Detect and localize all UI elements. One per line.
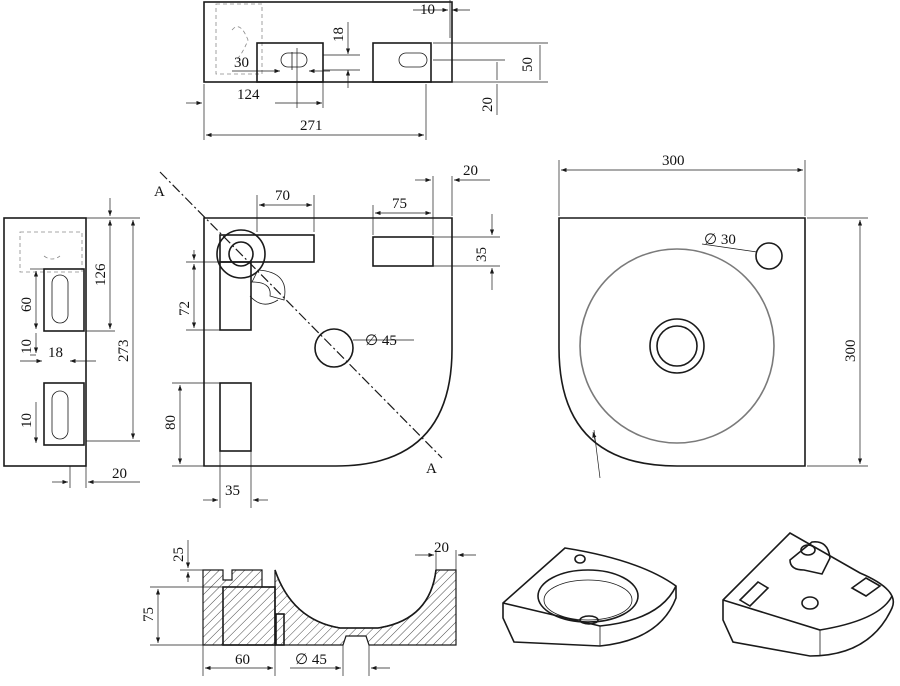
plan-dim-20: 20 — [463, 163, 478, 179]
side-dim-60: 60 — [19, 297, 35, 312]
side-dim-126: 126 — [93, 263, 109, 286]
plan-dim-72: 72 — [177, 301, 193, 316]
side-dim-18: 18 — [48, 345, 63, 361]
plan-slot-top-left — [219, 234, 315, 263]
section-view: 25 75 20 60 ∅ 45 — [141, 540, 476, 676]
plan-slot-left-bottom — [219, 382, 252, 452]
isometric-view-front — [502, 547, 677, 647]
section-dim-45: ∅ 45 — [295, 652, 327, 668]
section-dim-75: 75 — [141, 607, 157, 622]
basin-bowl — [579, 248, 775, 444]
iso-back-slot-right — [850, 577, 882, 597]
plan-dim-70: 70 — [275, 188, 290, 204]
plan-dim-80: 80 — [163, 415, 179, 430]
top-dim-18: 18 — [331, 27, 347, 42]
section-line-a-a — [159, 171, 443, 459]
side-dim-20: 20 — [112, 466, 127, 482]
basin-drain-outer — [649, 318, 705, 374]
top-dim-271: 271 — [300, 118, 323, 134]
side-view: 126 273 60 10 18 10 20 — [3, 198, 140, 488]
top-dim-10: 10 — [420, 2, 435, 18]
plan-dim-75: 75 — [392, 196, 407, 212]
basin-view: 300 ∅ 30 300 — [558, 153, 868, 479]
section-hatch-left — [202, 569, 276, 646]
section-dim-20: 20 — [434, 540, 449, 556]
basin-dim-300-width: 300 — [662, 153, 685, 169]
plan-dim-35-bottom: 35 — [225, 483, 240, 499]
plan-tap-hole-inner — [228, 241, 254, 267]
section-mark-a-top: A — [154, 184, 165, 200]
top-dim-124: 124 — [237, 87, 260, 103]
top-view-outline — [203, 1, 453, 83]
top-view: 10 18 30 50 20 124 271 — [186, 0, 548, 140]
section-hatch-body — [274, 569, 457, 646]
isometric-view-back — [722, 532, 895, 657]
basin-view-outline — [558, 217, 806, 467]
plan-view: A A 70 75 20 35 72 ∅ 45 80 — [154, 163, 500, 508]
basin-dim-30: ∅ 30 — [704, 232, 736, 248]
side-view-outline — [3, 217, 87, 467]
section-dim-60: 60 — [235, 652, 250, 668]
top-dim-30: 30 — [234, 55, 249, 71]
plan-dim-35: 35 — [474, 247, 490, 262]
top-dim-20: 20 — [480, 97, 496, 112]
plan-slot-left — [219, 261, 252, 331]
basin-tap-hole — [755, 242, 783, 270]
plan-view-outline — [203, 217, 453, 467]
side-view-slot-top — [43, 268, 85, 332]
basin-drain-inner — [656, 325, 698, 367]
top-view-slot-right — [372, 42, 432, 83]
iso-front-tap-hole — [574, 554, 586, 564]
iso-back-slot-left — [738, 580, 770, 608]
top-dim-50: 50 — [520, 57, 536, 72]
section-dim-25: 25 — [171, 547, 187, 562]
side-dim-273: 273 — [116, 340, 132, 363]
section-bowl-curve — [274, 569, 437, 629]
section-cavity — [222, 586, 276, 646]
iso-back-outline — [722, 532, 895, 657]
plan-drain-hole — [314, 328, 354, 368]
section-mark-a-bottom: A — [426, 461, 437, 477]
iso-front-outline — [502, 547, 677, 647]
plan-tap-hole-outer — [216, 229, 266, 279]
iso-front-drain — [579, 615, 599, 625]
side-dim-10-bottom: 10 — [19, 413, 35, 428]
iso-front-bowl — [537, 569, 639, 623]
top-view-slot-left — [256, 42, 324, 83]
iso-back-tap-block — [789, 541, 831, 575]
side-view-slot-bottom — [43, 382, 85, 446]
side-dim-10-top: 10 — [19, 339, 35, 354]
plan-dim-45: ∅ 45 — [365, 333, 397, 349]
plan-slot-top-right — [372, 236, 434, 267]
iso-back-drain — [801, 596, 819, 610]
basin-dim-300-height: 300 — [843, 340, 859, 363]
